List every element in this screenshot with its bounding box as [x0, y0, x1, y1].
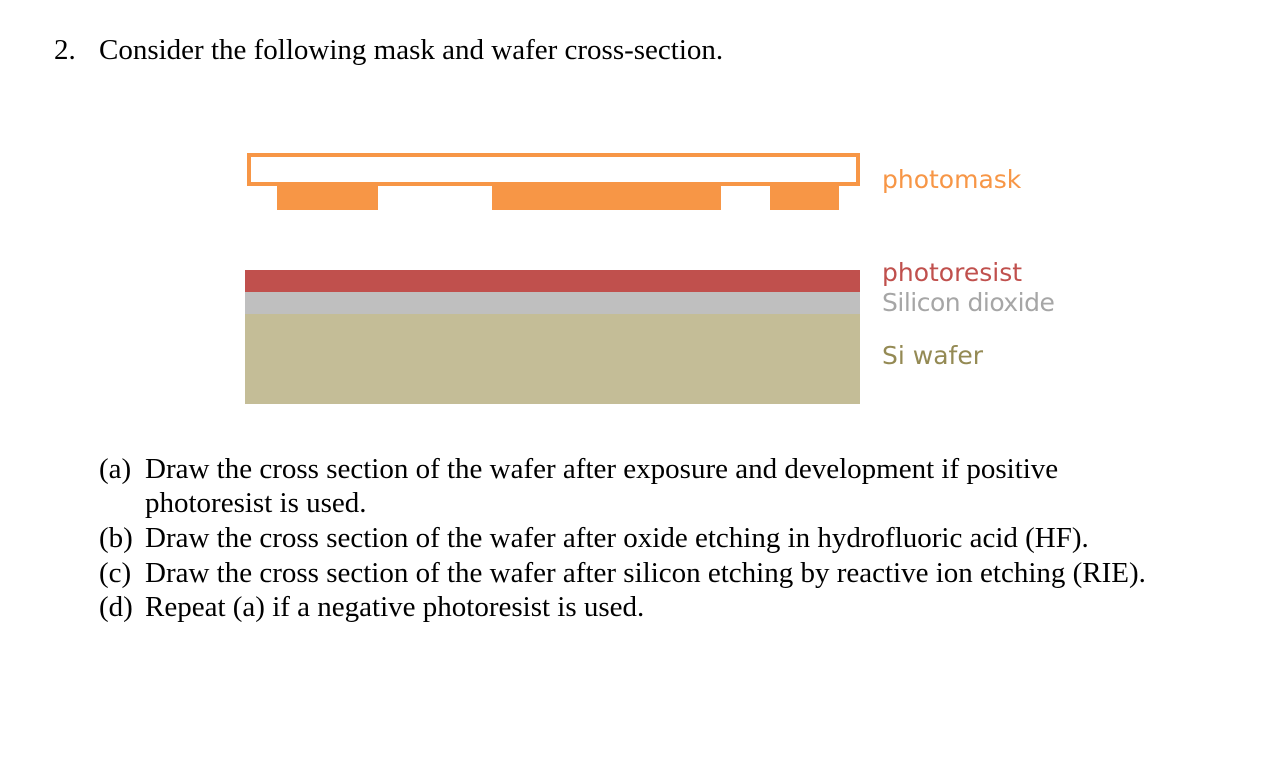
si-wafer-label: Si wafer: [882, 341, 983, 370]
photomask-label: photomask: [882, 165, 1022, 194]
part-c-text: Draw the cross section of the wafer afte…: [145, 557, 1146, 589]
photoresist-label: photoresist: [882, 258, 1023, 287]
mask-opaque-block: [492, 186, 721, 210]
part-a-continuation: photoresist is used.: [145, 487, 367, 519]
part-a-text: Draw the cross section of the wafer afte…: [145, 453, 1059, 485]
question-number: 2.: [54, 34, 76, 66]
si-wafer-layer: [245, 314, 860, 404]
part-a-tag: (a): [99, 453, 132, 485]
photomask-plate: [247, 153, 860, 186]
silicon-dioxide-label: Silicon dioxide: [882, 288, 1055, 317]
part-d-text: Repeat (a) if a negative photoresist is …: [145, 591, 645, 623]
question-text: Consider the following mask and wafer cr…: [99, 34, 724, 66]
mask-opaque-block: [770, 186, 839, 210]
mask-opaque-block: [277, 186, 378, 210]
part-b-text: Draw the cross section of the wafer afte…: [145, 522, 1089, 554]
part-c-tag: (c): [99, 557, 132, 589]
part-d-tag: (d): [99, 591, 133, 623]
part-b-tag: (b): [99, 522, 133, 554]
silicon-dioxide-layer: [245, 292, 860, 314]
photoresist-layer: [245, 270, 860, 292]
